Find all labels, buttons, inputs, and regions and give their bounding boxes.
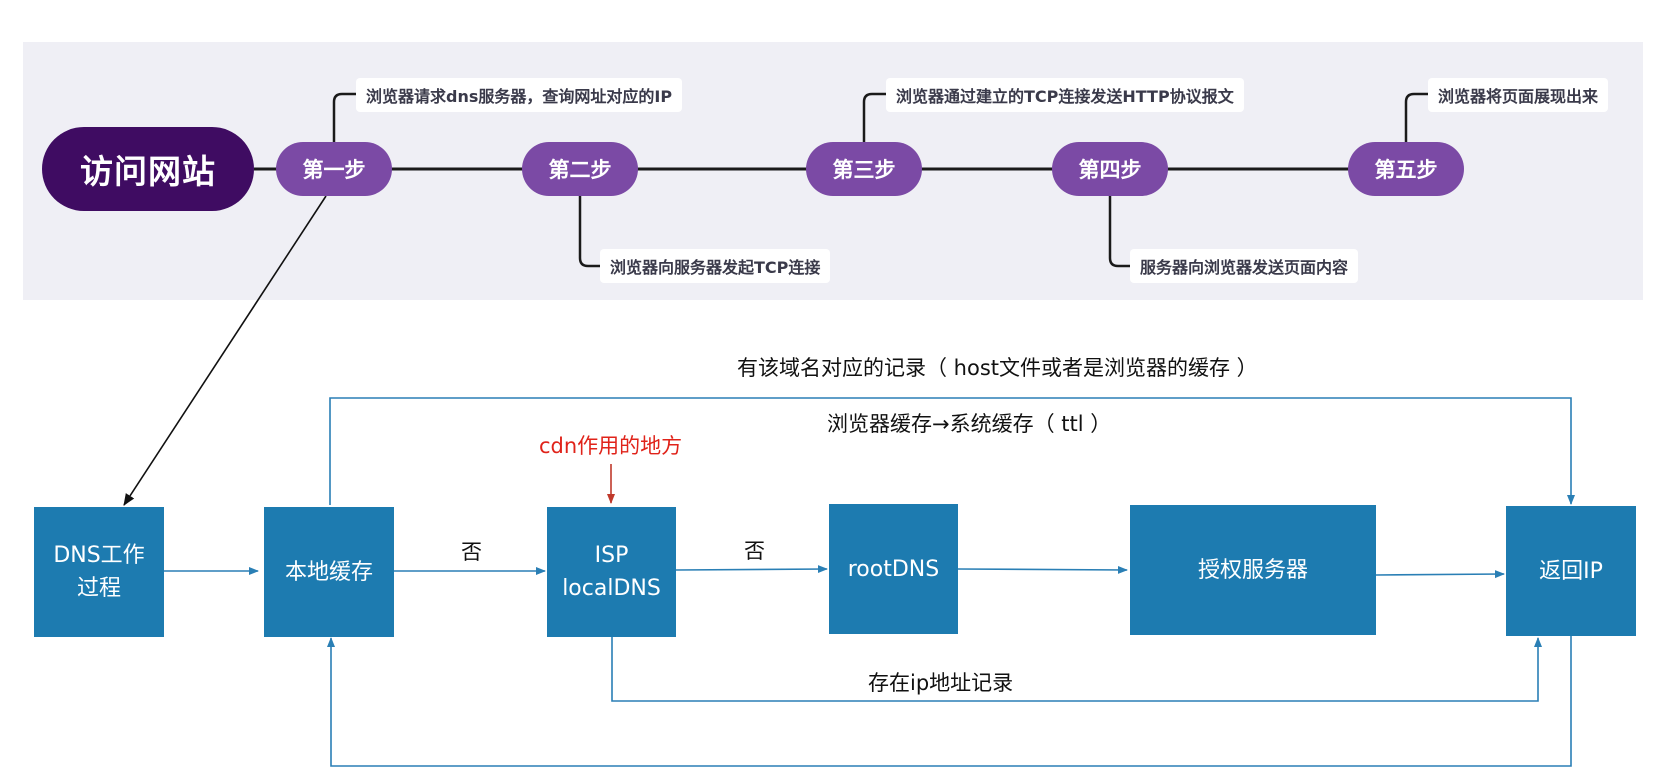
label-cache-order: 浏览器缓存→系统缓存（ ttl ） [827, 412, 1112, 436]
root-node-visit-site: 访问网站 [42, 127, 254, 211]
node-root-dns: rootDNS [829, 504, 958, 634]
connector-step1-note [332, 92, 356, 142]
arrow-root-to-auth [957, 565, 1128, 574]
node-dns-process: DNS工作 过程 [34, 507, 164, 637]
node-isp-local-dns: ISP localDNS [547, 507, 676, 637]
step-5-note: 浏览器将页面展现出来 [1428, 78, 1609, 112]
connector-step2-note [578, 196, 600, 268]
step-node-3: 第三步 [806, 142, 922, 196]
arrow-auth-to-return [1375, 570, 1505, 579]
label-has-record: 有该域名对应的记录（ host文件或者是浏览器的缓存 ） [737, 356, 1258, 380]
node-return-ip: 返回IP [1506, 506, 1636, 636]
arrow-return-to-cache [327, 636, 1572, 767]
arrow-cache-hit-to-return [329, 397, 1575, 505]
node-local-cache: 本地缓存 [264, 507, 394, 637]
step-node-2: 第二步 [522, 142, 638, 196]
label-no-cache: 否 [461, 540, 482, 564]
connector-step4-note [1108, 196, 1130, 268]
step-node-1: 第一步 [276, 142, 392, 196]
label-no-isp: 否 [744, 539, 765, 563]
step-4-note: 服务器向浏览器发送页面内容 [1130, 249, 1359, 283]
arrow-step1-to-dns [123, 195, 327, 506]
step-node-4: 第四步 [1052, 142, 1168, 196]
step-3-note: 浏览器通过建立的TCP连接发送HTTP协议报文 [886, 78, 1244, 112]
label-cdn-note: cdn作用的地方 [539, 434, 683, 458]
step-1-note: 浏览器请求dns服务器，查询网址对应的IP [356, 78, 683, 112]
node-auth-server: 授权服务器 [1130, 505, 1376, 635]
step-node-5: 第五步 [1348, 142, 1464, 196]
step-2-note: 浏览器向服务器发起TCP连接 [600, 249, 831, 283]
arrow-isp-record-to-return [611, 636, 1542, 702]
arrow-isp-to-root [675, 565, 828, 574]
connector-step3-note [862, 92, 886, 142]
label-ip-record: 存在ip地址记录 [868, 671, 1014, 695]
connector-step5-note [1404, 92, 1428, 142]
